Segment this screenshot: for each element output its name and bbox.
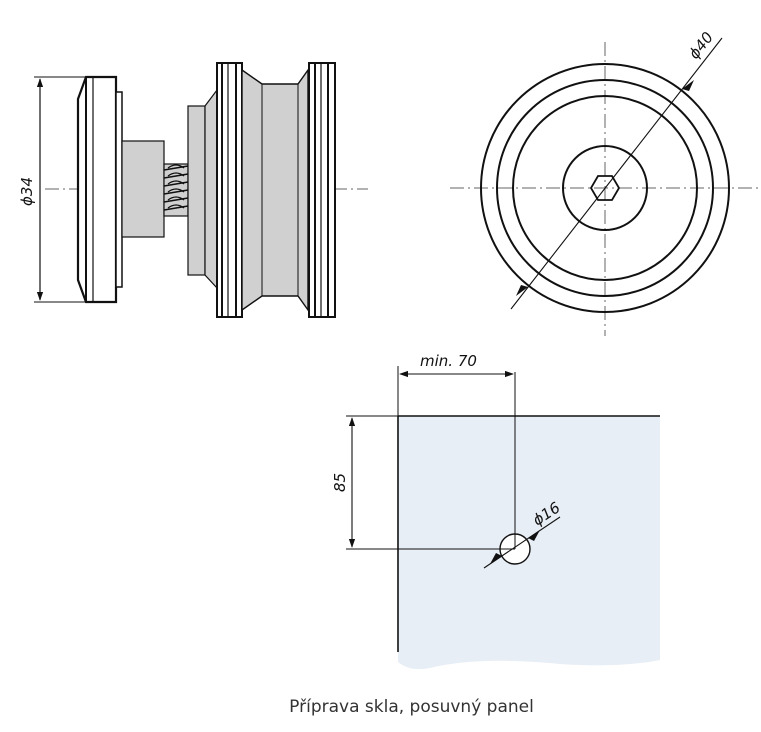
left-disc [76,75,118,304]
caption-row: Příprava skla, posuvný panel [0,697,761,717]
height-label: 85 [331,473,349,492]
glass-preparation: min. 70 85 ϕ16 [331,352,660,670]
outer-rim-circle [480,63,730,313]
threaded-bolt [163,163,189,217]
rim-circle-2 [496,79,714,297]
washer-block [187,105,206,276]
edge-distance-label: min. 70 [420,352,477,370]
drawing-caption: Příprava skla, posuvný panel [289,697,534,717]
rim-circle-3 [512,95,698,281]
inner-flange [216,62,243,318]
diameter-40-dimension-line [510,37,723,310]
front-view: ϕ40 [450,29,760,336]
outer-flange [308,62,336,318]
diameter-34-label: ϕ34 [18,177,36,206]
hub-circle [562,145,648,231]
hex-socket [589,175,621,201]
diameter-40-label: ϕ40 [685,29,717,63]
hub [121,140,165,238]
side-view: ϕ34 [18,62,368,318]
